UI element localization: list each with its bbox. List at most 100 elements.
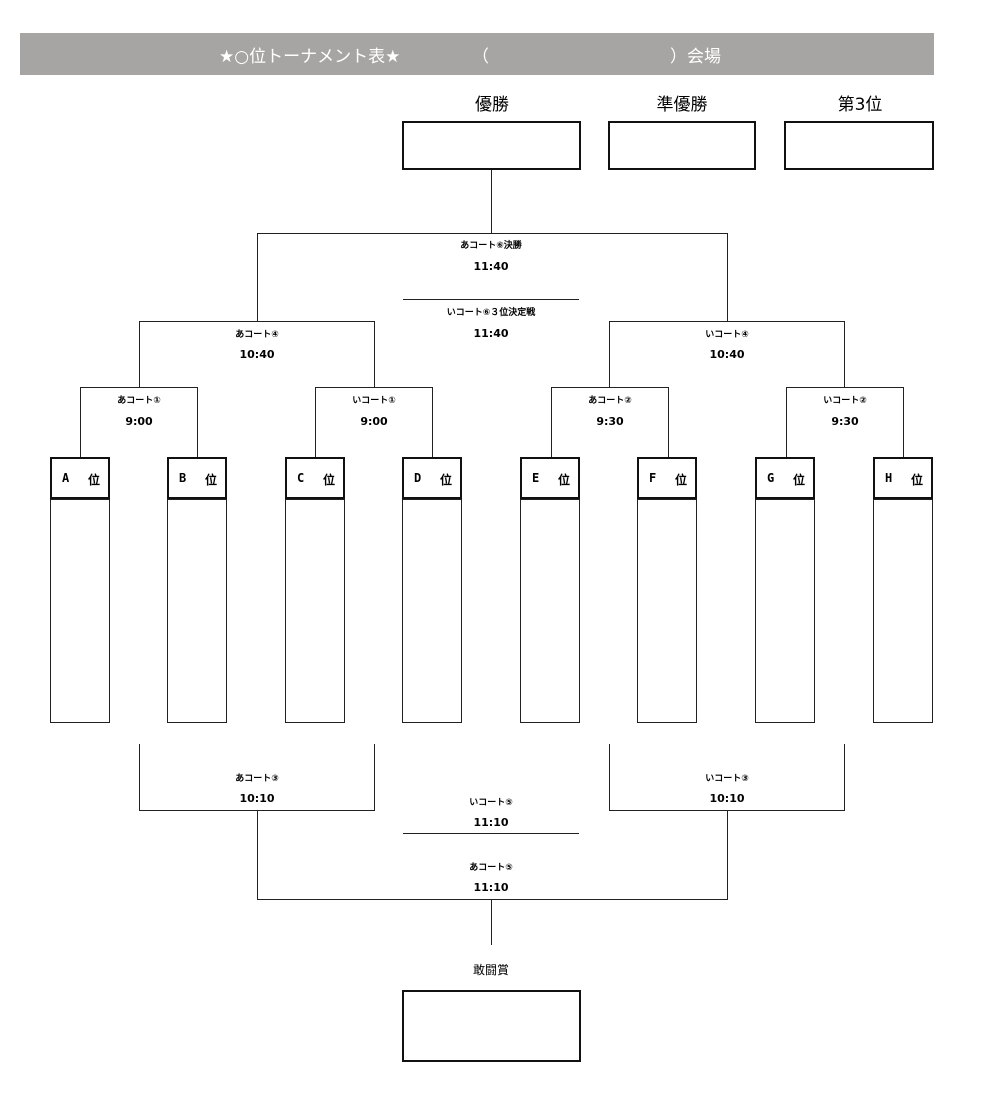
cons-i5-line: [403, 833, 579, 834]
r1-cd-leg-a: [315, 387, 316, 457]
final-left-leg: [257, 233, 258, 322]
r1-ab-time: 9:00: [125, 415, 153, 428]
cons-a5-court: あコート⑤: [469, 863, 513, 873]
team-f-name-column[interactable]: [637, 499, 697, 723]
cons-left-court: あコート③: [235, 774, 279, 784]
cons-i5-time: 11:10: [473, 816, 509, 829]
cons-left-leg-a: [139, 744, 140, 811]
team-d-header: D 位: [402, 457, 462, 499]
team-c-letter: C: [297, 471, 305, 485]
team-g-suffix: 位: [793, 473, 806, 487]
runner-up-box[interactable]: [608, 121, 756, 170]
team-g-name-column[interactable]: [755, 499, 815, 723]
semi-right-leg-b: [844, 321, 845, 388]
team-f-header: F 位: [637, 457, 697, 499]
team-b-suffix: 位: [205, 473, 218, 487]
final-bar: [257, 233, 727, 234]
cons-right-leg-a: [609, 744, 610, 811]
cons-right-court: いコート③: [705, 774, 749, 784]
third-place-box[interactable]: [784, 121, 934, 170]
team-a-suffix: 位: [88, 473, 101, 487]
semi-right-leg-a: [609, 321, 610, 388]
cons-right-time: 10:10: [709, 792, 745, 805]
fighting-spirit-box[interactable]: [402, 990, 581, 1062]
winner-label: 優勝: [475, 95, 509, 115]
header-venue: ）会場: [670, 47, 721, 67]
cons-left-leg-b: [374, 744, 375, 811]
r1-ab-bar: [80, 387, 198, 388]
semi-right-time: 10:40: [709, 348, 745, 361]
team-g-header: G 位: [755, 457, 815, 499]
cons-a5-bar: [257, 899, 728, 900]
team-f-suffix: 位: [675, 473, 688, 487]
team-h-suffix: 位: [911, 473, 924, 487]
r1-gh-time: 9:30: [831, 415, 859, 428]
r1-cd-time: 9:00: [360, 415, 388, 428]
third-place-time: 11:40: [473, 327, 509, 340]
third-place-label: 第3位: [837, 95, 883, 115]
third-place-court: いコート⑥３位決定戦: [446, 308, 536, 318]
r1-cd-bar: [315, 387, 433, 388]
team-c-header: C 位: [285, 457, 345, 499]
r1-ef-time: 9:30: [596, 415, 624, 428]
winner-box[interactable]: [402, 121, 581, 170]
team-e-letter: E: [532, 471, 540, 485]
team-b-name-column[interactable]: [167, 499, 227, 723]
team-d-name-column[interactable]: [402, 499, 462, 723]
r1-ef-leg-a: [551, 387, 552, 457]
r1-ef-leg-b: [668, 387, 669, 457]
final-right-leg: [727, 233, 728, 322]
header-title: ★○位トーナメント表★: [219, 47, 401, 67]
team-a-letter: A: [62, 471, 70, 485]
team-e-suffix: 位: [558, 473, 571, 487]
header-bar: ★○位トーナメント表★ （ ）会場: [20, 33, 934, 75]
semi-left-leg-a: [139, 321, 140, 388]
fighting-spirit-label: 敢闘賞: [472, 963, 509, 977]
r1-ef-court: あコート②: [588, 396, 632, 406]
final-stem: [491, 170, 492, 234]
final-court: あコート⑥決勝: [460, 241, 522, 251]
team-e-name-column[interactable]: [520, 499, 580, 723]
cons-right-leg-b: [844, 744, 845, 811]
semi-left-bar: [139, 321, 375, 322]
r1-ab-court: あコート①: [117, 396, 161, 406]
r1-gh-court: いコート②: [823, 396, 867, 406]
third-place-line: [403, 299, 579, 300]
runner-up-label: 準優勝: [656, 95, 708, 115]
team-h-header: H 位: [873, 457, 933, 499]
r1-ab-leg-b: [197, 387, 198, 457]
r1-gh-leg-a: [786, 387, 787, 457]
r1-ef-bar: [551, 387, 669, 388]
team-a-name-column[interactable]: [50, 499, 110, 723]
fighting-spirit-stem: [491, 899, 492, 945]
cons-a5-leg-a: [257, 810, 258, 900]
semi-left-time: 10:40: [239, 348, 275, 361]
semi-right-bar: [609, 321, 845, 322]
cons-a5-leg-b: [727, 810, 728, 900]
semi-left-court: あコート④: [235, 330, 279, 340]
r1-gh-bar: [786, 387, 904, 388]
semi-right-court: いコート④: [705, 330, 749, 340]
final-time: 11:40: [473, 260, 509, 273]
r1-gh-leg-b: [903, 387, 904, 457]
team-b-letter: B: [179, 471, 187, 485]
team-d-suffix: 位: [440, 473, 453, 487]
team-h-letter: H: [885, 471, 893, 485]
team-d-letter: D: [414, 471, 422, 485]
team-c-name-column[interactable]: [285, 499, 345, 723]
team-h-name-column[interactable]: [873, 499, 933, 723]
r1-cd-leg-b: [432, 387, 433, 457]
semi-left-leg-b: [374, 321, 375, 388]
team-g-letter: G: [767, 471, 775, 485]
team-e-header: E 位: [520, 457, 580, 499]
team-b-header: B 位: [167, 457, 227, 499]
cons-left-time: 10:10: [239, 792, 275, 805]
r1-cd-court: いコート①: [352, 396, 396, 406]
r1-ab-leg-a: [80, 387, 81, 457]
header-paren-open: （: [472, 47, 489, 67]
cons-i5-court: いコート⑤: [469, 798, 513, 808]
team-f-letter: F: [649, 471, 657, 485]
cons-a5-time: 11:10: [473, 881, 509, 894]
team-a-header: A 位: [50, 457, 110, 499]
